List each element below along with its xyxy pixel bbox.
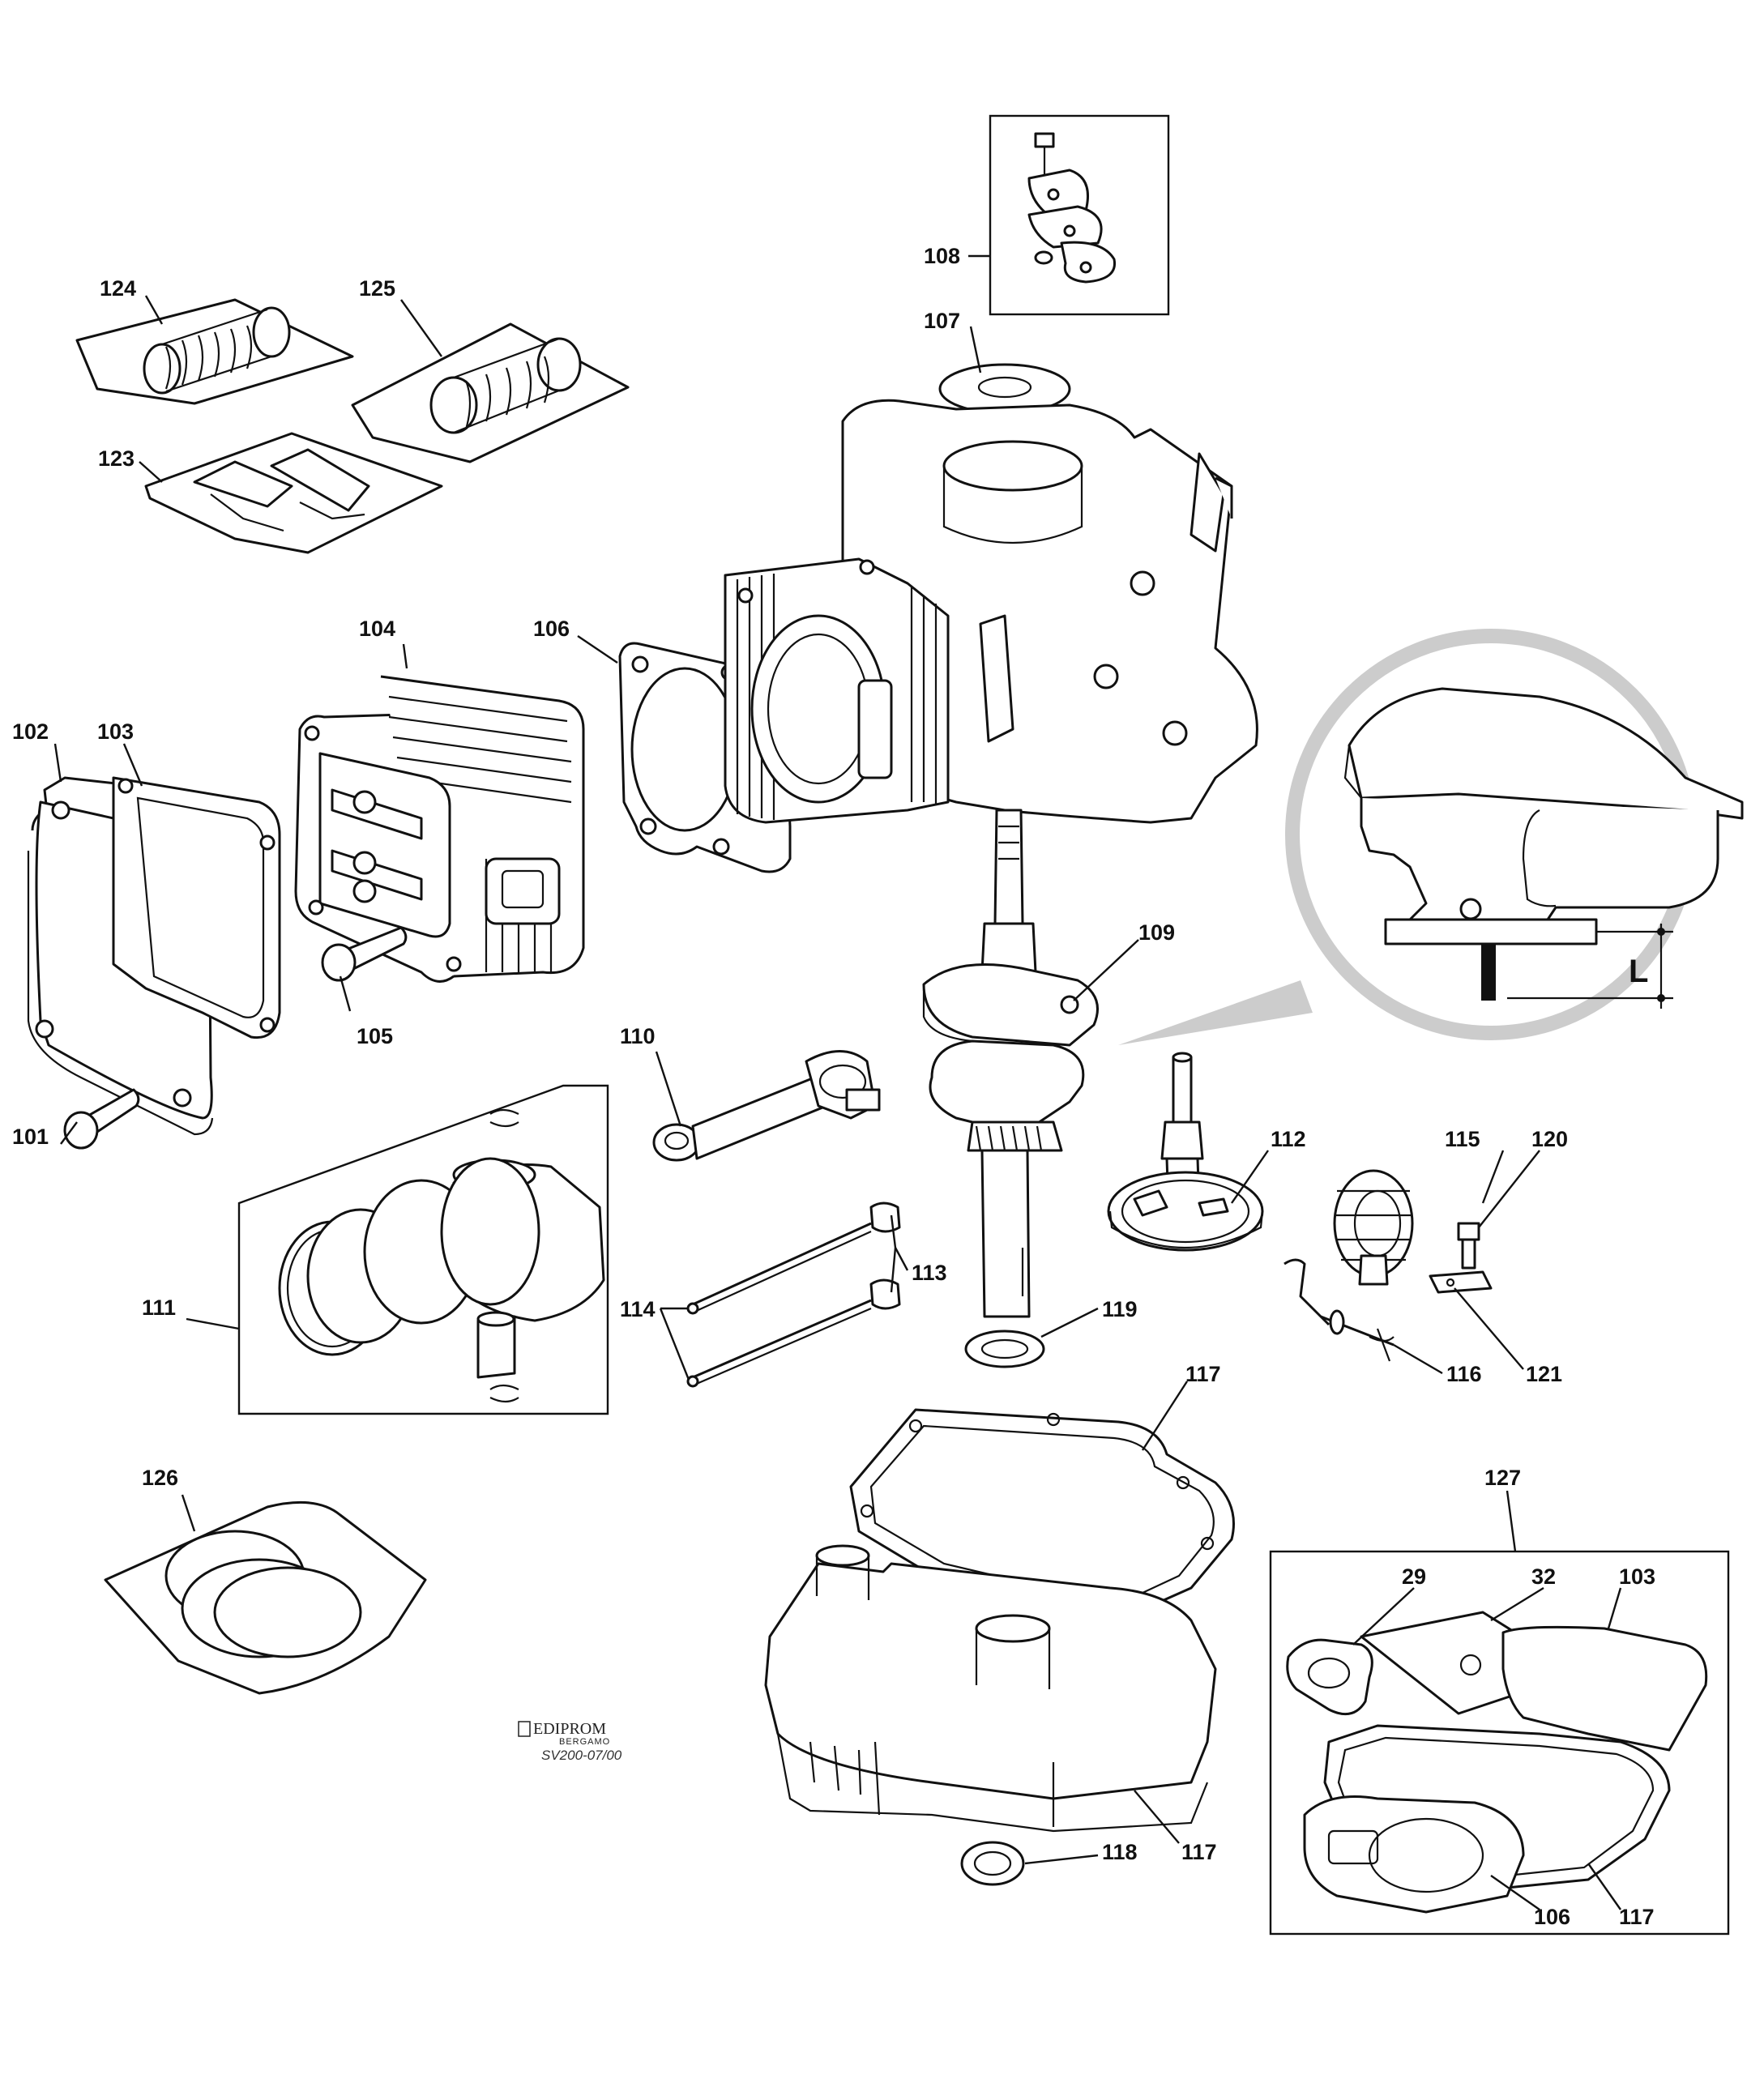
callout-103: 103: [97, 719, 134, 744]
callout-109: 109: [1138, 920, 1175, 945]
callout-113: 113: [912, 1261, 947, 1285]
part-103-valve-cover-gasket: [112, 776, 281, 1039]
callout-labels: 124 125 123 108 107 104 106 102 103 105 …: [12, 244, 1655, 1929]
part-119-oil-seal: [960, 1841, 1025, 1886]
callout-101: 101: [12, 1125, 49, 1149]
callout-112: 112: [1271, 1127, 1306, 1151]
callout-111: 111: [142, 1295, 176, 1320]
callout-105: 105: [357, 1024, 393, 1048]
callout-102: 102: [12, 719, 49, 744]
publisher-city: BERGAMO: [559, 1737, 610, 1747]
callout-107: 107: [924, 309, 960, 333]
callout-119: 118: [1102, 1840, 1138, 1864]
callout-106-kit: 106: [1534, 1905, 1570, 1929]
part-108-flywheel-brake-kit: [989, 114, 1170, 316]
part-121-bolt: [1457, 1222, 1480, 1270]
callout-126: 126: [142, 1466, 178, 1490]
drawing-code: SV200-07/00: [541, 1748, 622, 1763]
part-122-lock-plate: [1429, 1270, 1493, 1294]
part-112-camshaft: [1107, 1052, 1264, 1252]
part-125-valve-spring-bag: [351, 322, 630, 463]
callout-115: 115: [1445, 1127, 1480, 1151]
part-104-cylinder-head: [294, 675, 585, 983]
part-117-crankcase-gasket: [849, 1408, 1235, 1622]
callout-122: 121: [1526, 1362, 1562, 1386]
leader-lines: [53, 254, 1622, 1910]
part-116-governor-shaft: [1283, 1258, 1395, 1362]
callout-117-kit: 117: [1619, 1905, 1655, 1929]
part-114-push-rods: [686, 1222, 872, 1388]
callout-121: 120: [1531, 1127, 1568, 1151]
callout-116: 116: [1446, 1362, 1482, 1386]
part-120-washer: [964, 1330, 1045, 1368]
detail-magnifier-circle: L: [1118, 629, 1744, 1045]
callout-124: 124: [100, 276, 136, 301]
part-118-oil-sump: [764, 1544, 1217, 1833]
part-127-gasket-kit: [1269, 1550, 1730, 1936]
callout-114: 114: [620, 1297, 656, 1321]
part-115-governor-gear: [1333, 1169, 1414, 1286]
callout-127: 127: [1484, 1466, 1521, 1490]
part-111-piston-kit: [237, 1084, 609, 1415]
part-123-rocker-arm-bag: [144, 432, 443, 554]
part-101-bolt: [63, 1088, 140, 1150]
part-110-connecting-rod: [652, 1050, 881, 1162]
callout-108: 108: [924, 244, 960, 268]
callout-29: 29: [1402, 1564, 1426, 1589]
part-107-crankcase-block: [724, 363, 1258, 824]
part-124-valve-spring-bag: [75, 298, 354, 405]
callout-103-kit: 103: [1619, 1564, 1655, 1589]
detail-dimension-label: L: [1629, 954, 1648, 989]
callout-110: 110: [620, 1024, 656, 1048]
callout-104: 104: [359, 617, 395, 641]
part-109-crankshaft: [922, 809, 1099, 1318]
callout-123: 123: [98, 446, 135, 471]
publisher-mark: EDIPROM BERGAMO SV200-07/00: [518, 1720, 622, 1763]
callout-125: 125: [359, 276, 395, 301]
callout-117: 117: [1185, 1362, 1221, 1386]
publisher-name: EDIPROM: [533, 1720, 606, 1738]
callout-32: 32: [1531, 1564, 1556, 1589]
callout-120: 119: [1102, 1297, 1138, 1321]
callout-118: 117: [1181, 1840, 1217, 1864]
part-126-piston-rings-bag: [104, 1500, 427, 1695]
part-105-bolt: [321, 926, 408, 982]
callout-106: 106: [533, 617, 570, 641]
